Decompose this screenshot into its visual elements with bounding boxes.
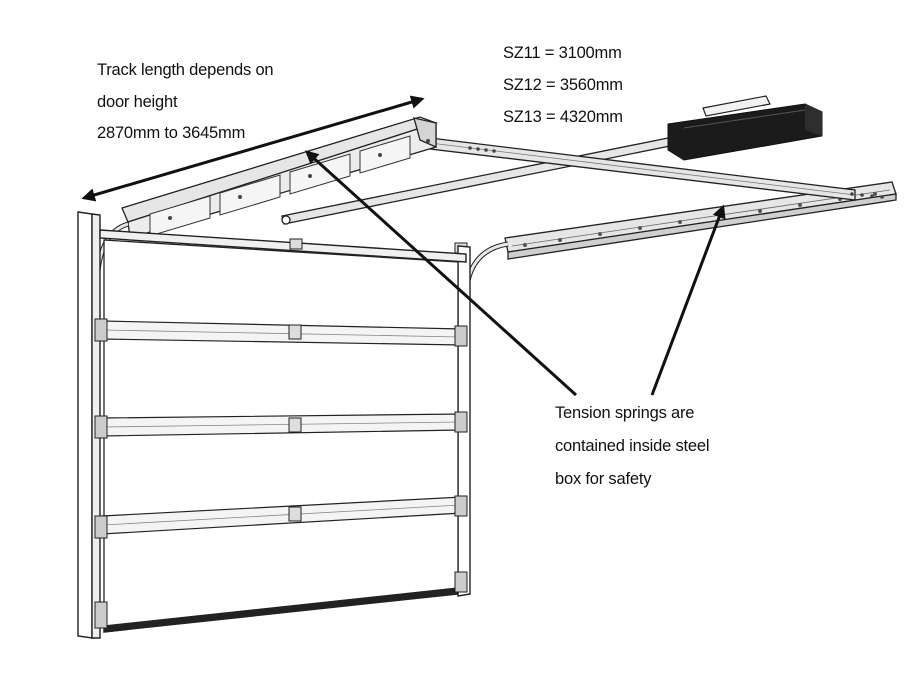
brace-holes	[468, 146, 884, 199]
springs-note-line-1: Tension springs are	[555, 404, 695, 422]
right-horizontal-track	[504, 181, 897, 260]
track-length-line-3: 2870mm to 3645mm	[97, 124, 246, 142]
spring-pointer-arrows	[304, 150, 726, 397]
track-length-line-1: Track length depends on	[97, 61, 274, 79]
track-length-line-2: door height	[97, 93, 178, 111]
track-length-arrow	[81, 95, 425, 202]
model-sz13: SZ13 = 4320mm	[503, 108, 623, 126]
model-sz11: SZ11 = 3100mm	[503, 44, 622, 62]
opener-motor	[667, 95, 823, 161]
left-rollers	[94, 318, 108, 629]
door-hinges	[288, 238, 303, 522]
springs-note-line-3: box for safety	[555, 470, 652, 488]
right-rollers	[454, 325, 468, 593]
springs-note-line-2: contained inside steel	[555, 437, 710, 455]
left-track-panels	[149, 135, 411, 237]
door-panel	[103, 239, 459, 633]
model-sz12: SZ12 = 3560mm	[503, 76, 623, 94]
